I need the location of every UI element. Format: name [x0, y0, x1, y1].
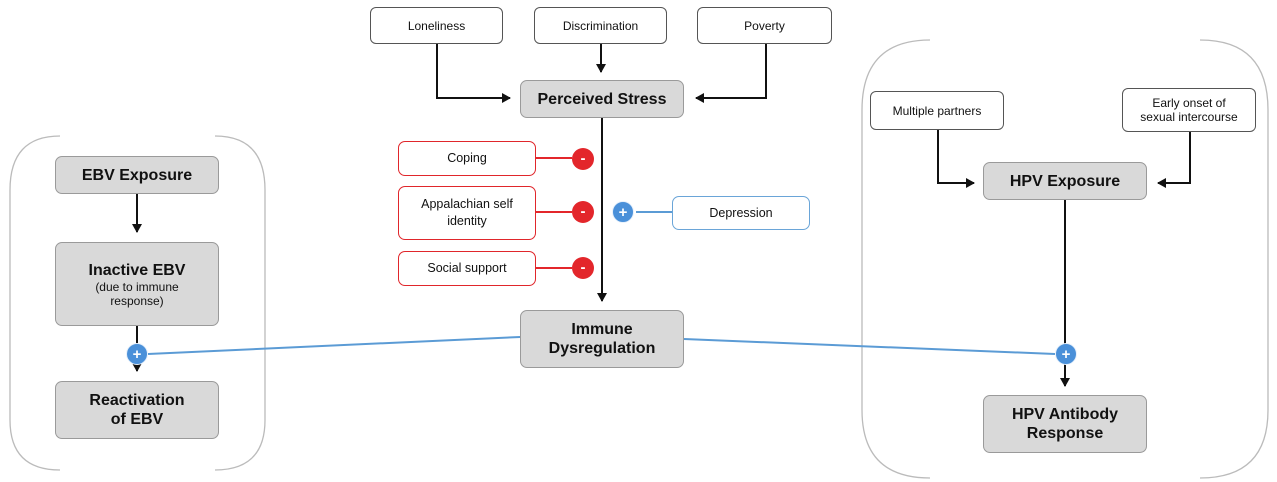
inactive-ebv-box: Inactive EBV (due to immune response) [55, 242, 219, 326]
inactive-ebv-note-line1: (due to immune [95, 279, 179, 294]
hpv-exposure-box: HPV Exposure [983, 162, 1147, 200]
loneliness-label: Loneliness [407, 18, 466, 33]
hpv-antibody-line2: Response [1026, 425, 1104, 442]
multiple-partners-box: Multiple partners [870, 91, 1004, 130]
inactive-ebv-title: Inactive EBV [88, 261, 186, 279]
ebv-group-outline [9, 135, 61, 471]
discrimination-box: Discrimination [534, 7, 667, 44]
inactive-ebv-note-line2: response) [110, 293, 164, 308]
multiple-partners-label: Multiple partners [892, 103, 982, 118]
immune-dysregulation-box: Immune Dysregulation [520, 310, 684, 368]
coping-minus-badge: - [572, 148, 594, 170]
ebv-plus-badge: + [126, 343, 148, 365]
early-onset-box: Early onset of sexual intercourse [1122, 88, 1256, 132]
immune-to-hpv-line [683, 338, 1056, 355]
depression-plus-badge: + [612, 201, 634, 223]
reactivation-line1: Reactivation [89, 392, 185, 409]
appalachian-line1: Appalachian self [421, 197, 513, 211]
loneliness-arrow [436, 44, 511, 103]
perceived-stress-box: Perceived Stress [520, 80, 684, 118]
poverty-label: Poverty [744, 18, 785, 33]
hpv-exposure-label: HPV Exposure [1009, 172, 1121, 190]
social-support-box: Social support [398, 251, 536, 286]
multiple-partners-arrow [937, 130, 975, 188]
perceived-stress-label: Perceived Stress [537, 90, 667, 108]
loneliness-box: Loneliness [370, 7, 503, 44]
immune-dysregulation-line2: Dysregulation [548, 340, 656, 357]
discrimination-label: Discrimination [562, 18, 639, 33]
reactivation-line2: of EBV [110, 411, 164, 428]
hpv-antibody-box: HPV Antibody Response [983, 395, 1147, 453]
reactivation-ebv-box: Reactivation of EBV [55, 381, 219, 439]
appalachian-identity-box: Appalachian self identity [398, 186, 536, 240]
depression-label: Depression [709, 206, 773, 220]
coping-label: Coping [447, 151, 487, 165]
immune-dysregulation-line1: Immune [571, 321, 633, 338]
social-support-minus-badge: - [572, 257, 594, 279]
early-onset-line2: sexual intercourse [1140, 110, 1238, 124]
hpv-group-outline-left [861, 39, 931, 479]
appalachian-line2: identity [447, 214, 487, 228]
poverty-box: Poverty [697, 7, 832, 44]
immune-to-ebv-line [147, 336, 521, 355]
ebv-exposure-label: EBV Exposure [81, 166, 193, 184]
ebv-group-outline-right [214, 135, 266, 471]
poverty-arrow [695, 44, 767, 103]
early-onset-arrow [1157, 132, 1191, 188]
hpv-plus-badge: + [1055, 343, 1077, 365]
hpv-antibody-line1: HPV Antibody [1011, 406, 1119, 423]
appalachian-minus-badge: - [572, 201, 594, 223]
social-support-label: Social support [427, 261, 507, 275]
coping-box: Coping [398, 141, 536, 176]
ebv-exposure-box: EBV Exposure [55, 156, 219, 194]
depression-box: Depression [672, 196, 810, 230]
early-onset-line1: Early onset of [1152, 96, 1226, 110]
hpv-group-outline-right [1199, 39, 1269, 479]
